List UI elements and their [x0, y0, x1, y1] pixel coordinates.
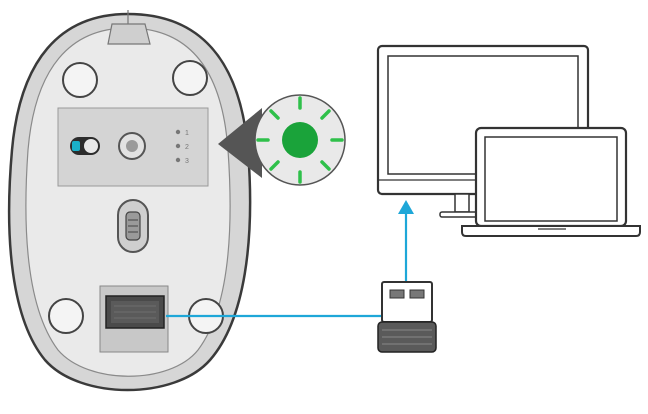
- battery-tab: [107, 23, 151, 45]
- laptop-icon: [461, 126, 641, 237]
- channel-3-label: 3: [185, 158, 189, 165]
- optical-sensor: [117, 199, 149, 253]
- connection-lines: [166, 200, 414, 318]
- usb-receiver-icon: [377, 281, 437, 353]
- channel-2-label: 2: [185, 144, 189, 151]
- status-led-icon: [282, 122, 318, 158]
- channel-1-label: 1: [185, 130, 189, 137]
- foot-pad-top-left: [62, 62, 98, 98]
- mouse-bottom-view: 1 2 3: [7, 10, 252, 392]
- power-switch[interactable]: [70, 137, 100, 155]
- connect-button[interactable]: [118, 132, 146, 160]
- arrow-up-icon: [398, 200, 414, 214]
- channel-indicators: 1 2 3: [175, 129, 189, 165]
- foot-pad-top-right: [172, 60, 208, 96]
- led-glow-rays: [256, 96, 344, 184]
- status-led-callout: [218, 94, 346, 186]
- foot-pad-bottom-left: [48, 298, 84, 334]
- receiver-storage-slot: [99, 285, 169, 353]
- callout-pointer: [218, 108, 262, 178]
